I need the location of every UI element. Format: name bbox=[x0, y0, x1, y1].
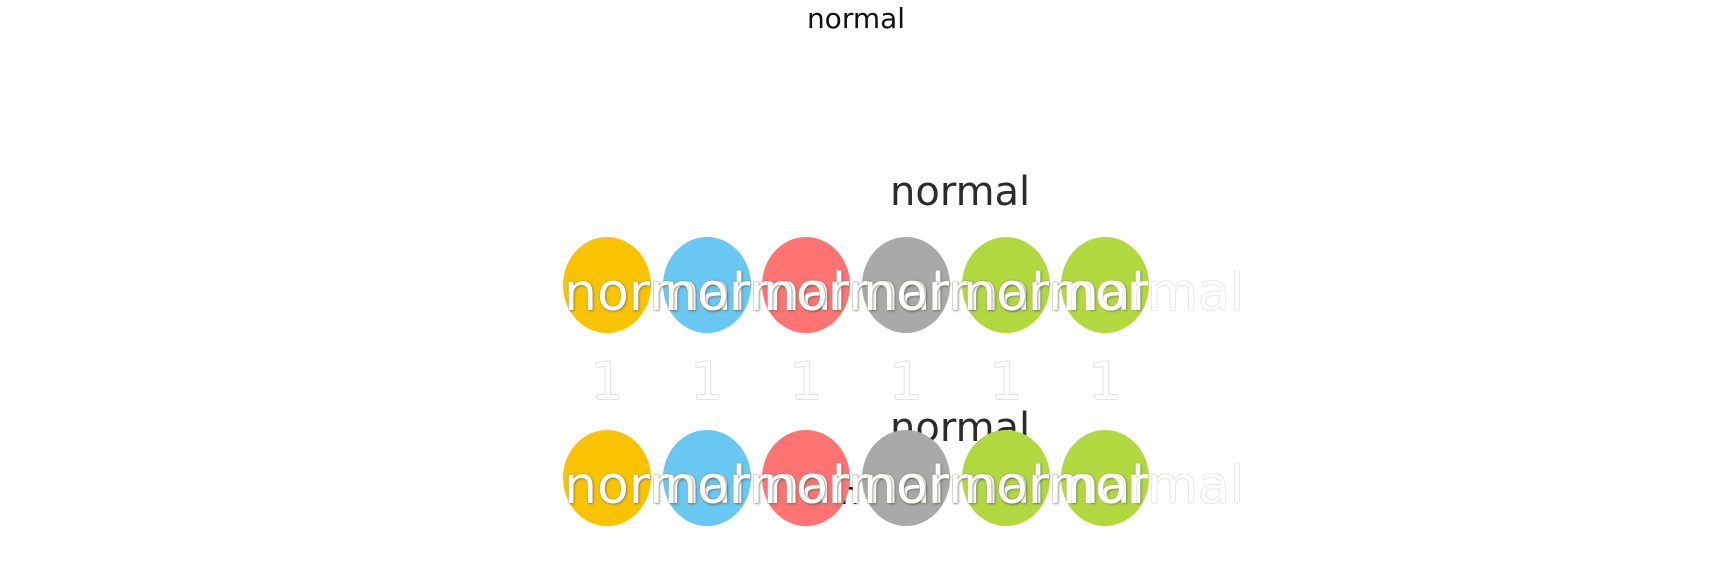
circle-label: normal bbox=[863, 456, 1046, 516]
blue-circle[interactable] bbox=[663, 237, 751, 333]
circle-label: normal bbox=[763, 456, 946, 516]
green-circle[interactable] bbox=[1061, 237, 1149, 333]
circle-label: normal bbox=[1062, 456, 1245, 516]
green-circle[interactable] bbox=[962, 430, 1050, 526]
circle-label: normal bbox=[564, 263, 747, 323]
red-circle[interactable] bbox=[762, 237, 850, 333]
circle-label: normal bbox=[863, 263, 1046, 323]
circle-label: normal bbox=[664, 456, 847, 516]
circle-label: normal bbox=[963, 456, 1146, 516]
number-label: 1 bbox=[590, 352, 624, 412]
green-circle[interactable] bbox=[1061, 430, 1149, 526]
gray-circle[interactable] bbox=[862, 430, 950, 526]
row1-title: normal bbox=[890, 169, 1031, 215]
circle-label: normal bbox=[763, 263, 946, 323]
circle-row-1: normal normal normal normal normal norma… bbox=[0, 237, 1712, 337]
circle-label: normal bbox=[664, 263, 847, 323]
yellow-circle[interactable] bbox=[563, 430, 651, 526]
green-circle[interactable] bbox=[962, 237, 1050, 333]
number-label: 1 bbox=[789, 352, 823, 412]
circle-row-2: normal normal normal normal normal norma… bbox=[0, 430, 1712, 530]
red-circle[interactable] bbox=[762, 430, 850, 526]
gray-circle[interactable] bbox=[862, 237, 950, 333]
circle-label: normal bbox=[963, 263, 1146, 323]
circle-label: normal bbox=[564, 456, 747, 516]
number-label: 1 bbox=[690, 352, 724, 412]
number-label: 1 bbox=[989, 352, 1023, 412]
number-label: 1 bbox=[1088, 352, 1122, 412]
blue-circle[interactable] bbox=[663, 430, 751, 526]
number-label: 1 bbox=[889, 352, 923, 412]
yellow-circle[interactable] bbox=[563, 237, 651, 333]
top-label: normal bbox=[806, 2, 906, 35]
circle-label: normal bbox=[1062, 263, 1245, 323]
